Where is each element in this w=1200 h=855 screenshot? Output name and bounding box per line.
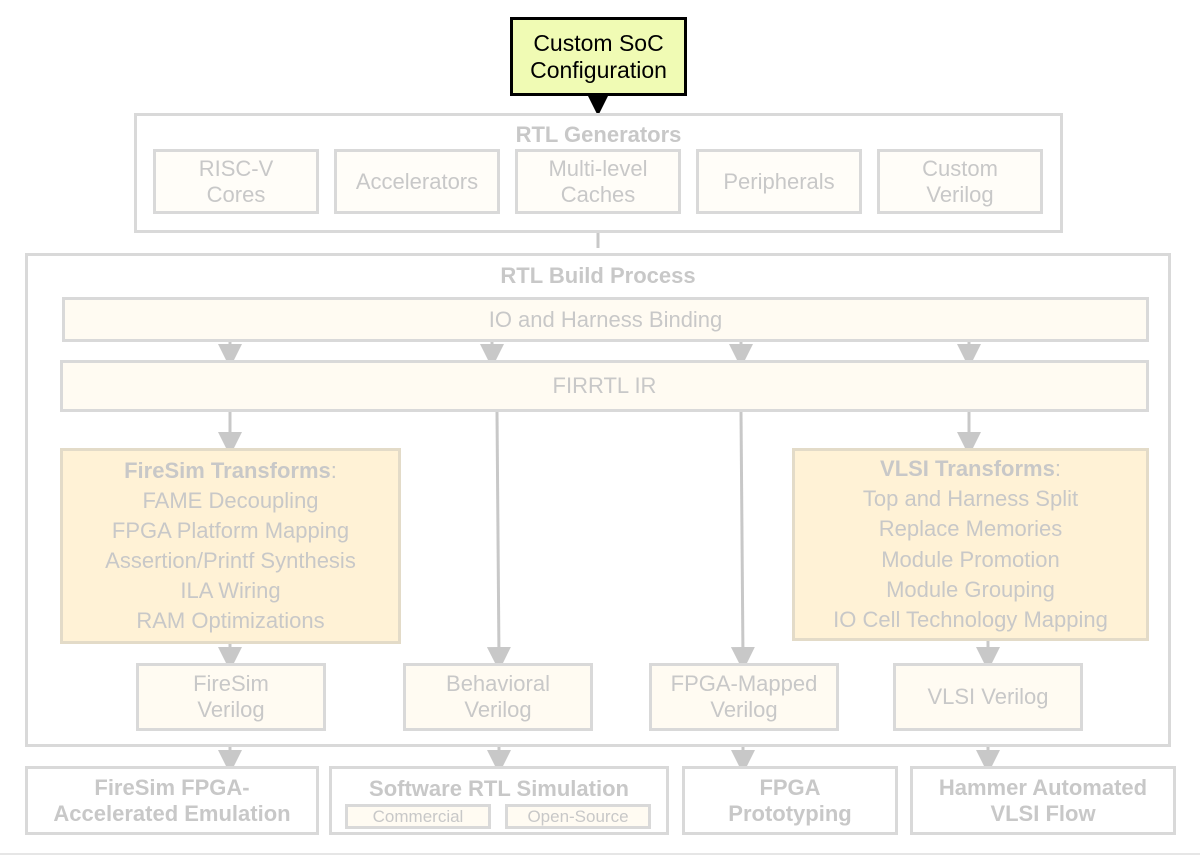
rtl-build-process-container <box>25 253 1171 747</box>
firesim-transform-item: FAME Decoupling <box>142 487 319 513</box>
hammer-vlsi-flow-target[interactable]: Hammer Automated VLSI Flow <box>910 766 1176 835</box>
target-label: FPGA <box>759 774 821 800</box>
vlsi-transform-item: Replace Memories <box>878 516 1063 542</box>
target-label: Accelerated Emulation <box>53 800 291 826</box>
generator-label: Multi-level <box>548 155 648 181</box>
output-label: FireSim <box>193 671 269 697</box>
vlsi-transform-item: IO Cell Technology Mapping <box>833 606 1108 632</box>
target-label: Prototyping <box>728 800 852 826</box>
vlsi-transform-item: Module Promotion <box>881 546 1060 572</box>
config-line1: Custom SoC <box>533 29 664 56</box>
vlsi-verilog-box[interactable]: VLSI Verilog <box>893 663 1083 731</box>
fpga-prototyping-target[interactable]: FPGA Prototyping <box>682 766 898 835</box>
generator-accelerators[interactable]: Accelerators <box>334 149 500 214</box>
firesim-transform-item: ILA Wiring <box>180 578 281 604</box>
output-label: Behavioral <box>446 671 550 697</box>
arrow-firrtl-to-behavioral <box>486 411 511 671</box>
generator-label: Cores <box>206 181 266 207</box>
software-sim-title: Software RTL Simulation <box>369 776 629 801</box>
output-label: Verilog <box>197 697 265 722</box>
target-label: VLSI Flow <box>990 800 1096 826</box>
generator-label: Custom <box>922 155 998 181</box>
vlsi-transform-item: Module Grouping <box>886 576 1055 602</box>
io-harness-binding-box[interactable]: IO and Harness Binding <box>62 297 1149 342</box>
rtl-build-process-title: RTL Build Process <box>500 263 696 288</box>
firesim-fpga-emulation-target[interactable]: FireSim FPGA- Accelerated Emulation <box>25 766 319 835</box>
generator-label: Verilog <box>926 181 994 207</box>
generator-peripherals[interactable]: Peripherals <box>696 149 862 214</box>
io-binding-label: IO and Harness Binding <box>488 306 723 332</box>
target-label: FireSim FPGA- <box>94 774 250 800</box>
firesim-transforms-heading: FireSim Transforms: <box>124 457 337 483</box>
generator-multi-level-caches[interactable]: Multi-level Caches <box>515 149 681 214</box>
vlsi-transforms-heading: VLSI Transforms: <box>880 456 1061 482</box>
vlsi-transform-item: Top and Harness Split <box>862 486 1079 512</box>
bottom-divider <box>0 853 1200 855</box>
generator-label: Peripherals <box>723 168 835 194</box>
config-line2: Configuration <box>530 56 667 83</box>
commercial-sub-box[interactable]: Commercial <box>345 804 491 829</box>
output-label: VLSI Verilog <box>927 684 1049 710</box>
generator-label: Caches <box>560 181 636 207</box>
firesim-transform-item: FPGA Platform Mapping <box>111 517 350 543</box>
arrow-firrtl-to-fpga-mapped <box>730 411 755 671</box>
generator-label: RISC-V <box>198 155 274 181</box>
generator-riscv-cores[interactable]: RISC-V Cores <box>153 149 319 214</box>
output-label: FPGA-Mapped <box>670 671 818 697</box>
target-label: Hammer Automated <box>938 774 1148 800</box>
generator-label: Accelerators <box>355 168 479 194</box>
firrtl-label: FIRRTL IR <box>552 373 657 399</box>
firesim-verilog-box[interactable]: FireSim Verilog <box>136 663 326 731</box>
open-source-sub-box[interactable]: Open-Source <box>505 804 651 829</box>
output-label: Verilog <box>710 697 778 722</box>
firesim-transforms-box[interactable]: FireSim Transforms: FAME Decoupling FPGA… <box>60 448 401 644</box>
firesim-transform-item: Assertion/Printf Synthesis <box>105 548 356 573</box>
firesim-transform-item: RAM Optimizations <box>136 608 325 634</box>
behavioral-verilog-box[interactable]: Behavioral Verilog <box>403 663 593 731</box>
rtl-generators-title: RTL Generators <box>515 122 682 147</box>
generator-custom-verilog[interactable]: Custom Verilog <box>877 149 1043 214</box>
firrtl-ir-box[interactable]: FIRRTL IR <box>60 360 1149 412</box>
vlsi-transforms-box[interactable]: VLSI Transforms: Top and Harness Split R… <box>792 448 1149 641</box>
output-label: Verilog <box>464 697 532 722</box>
fpga-mapped-verilog-box[interactable]: FPGA-Mapped Verilog <box>649 663 839 731</box>
custom-soc-configuration-box[interactable]: Custom SoC Configuration <box>510 17 687 96</box>
